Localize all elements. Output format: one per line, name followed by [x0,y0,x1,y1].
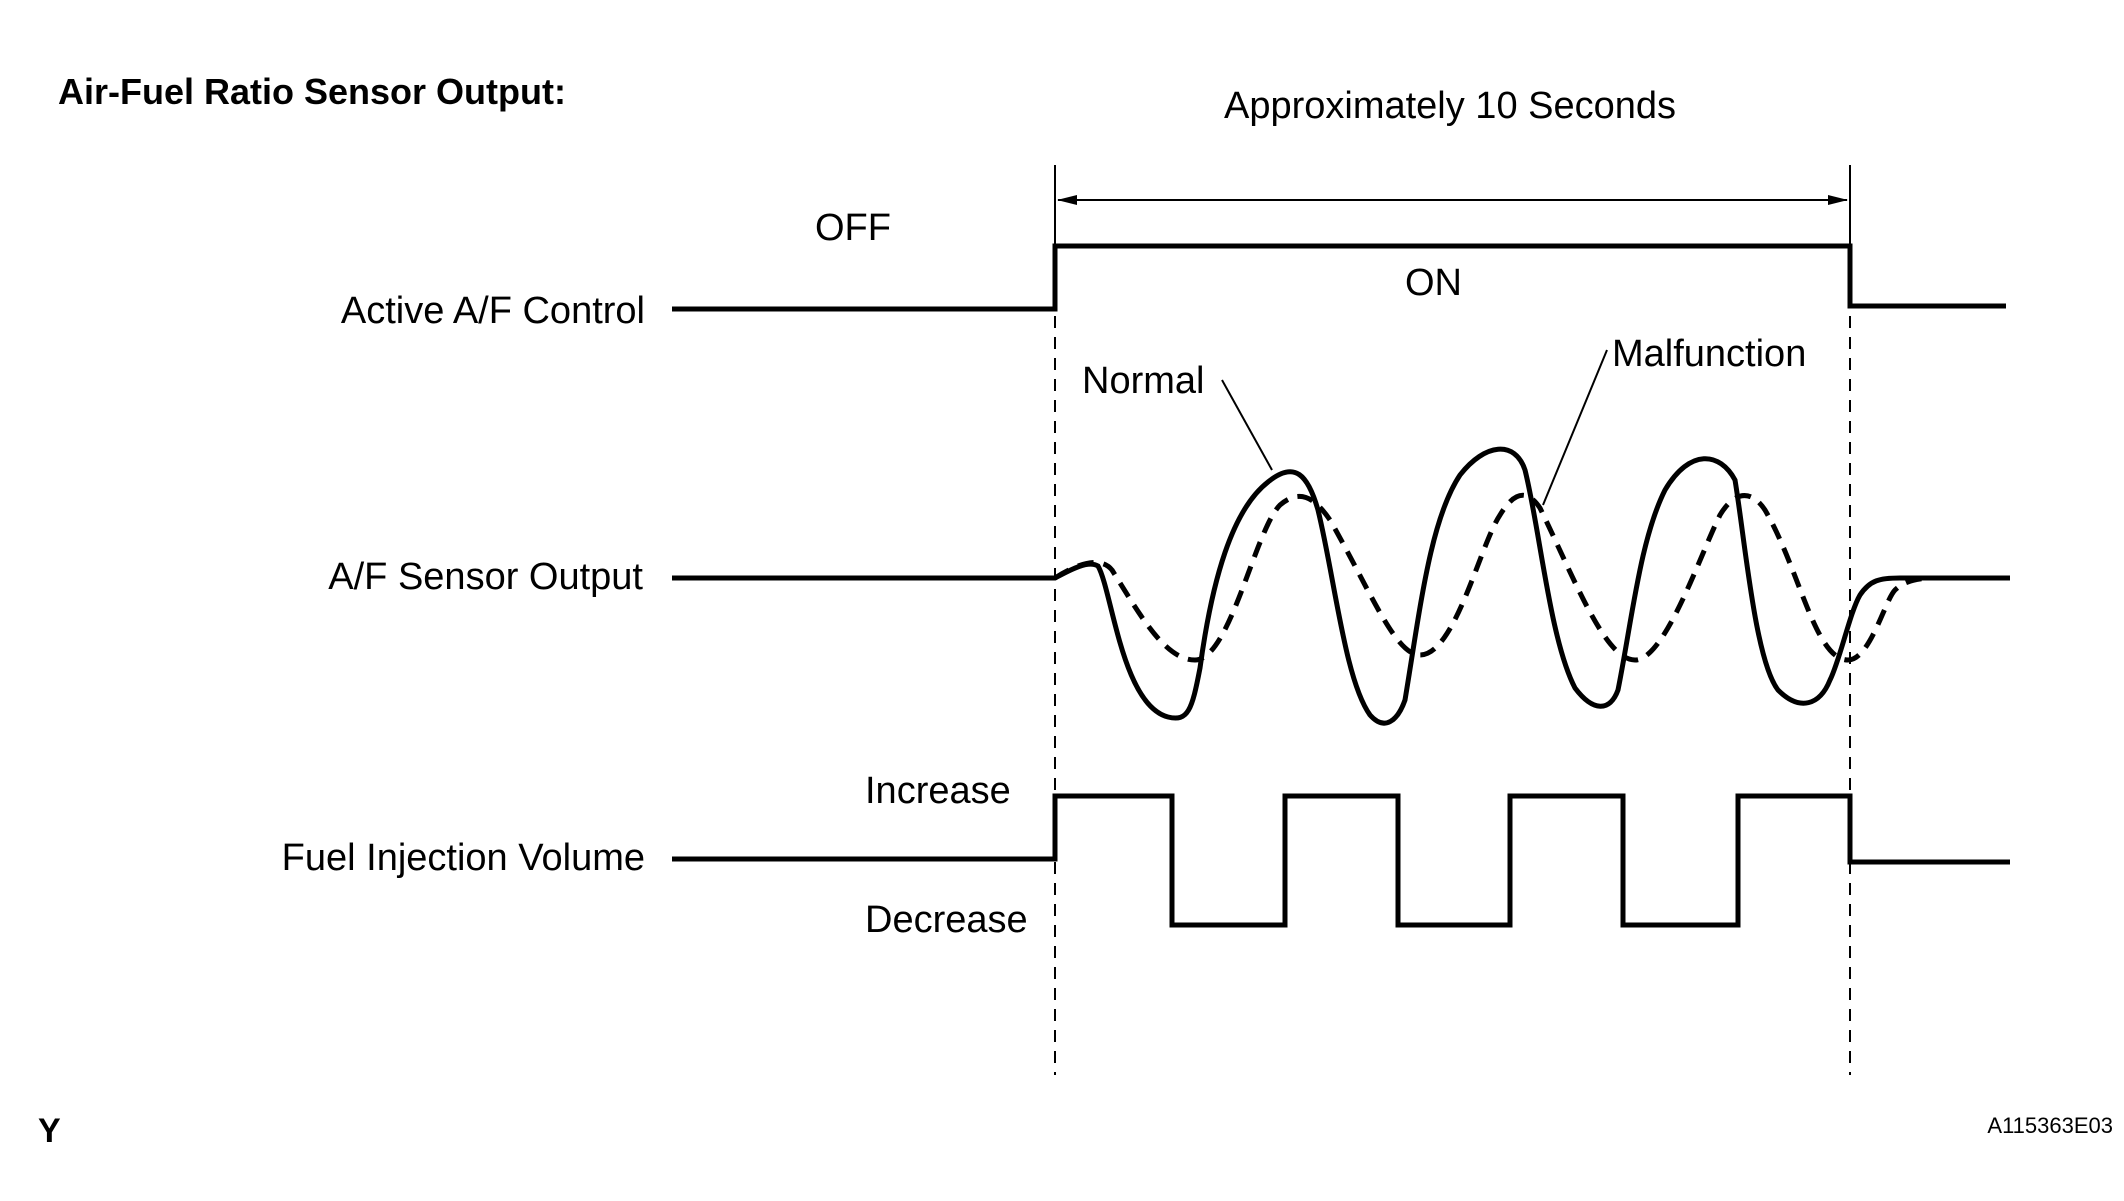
malfunction-wave [1053,492,1936,663]
malfunction-label: Malfunction [1612,333,1806,375]
corner-mark: Y [38,1112,61,1150]
on-label: ON [1405,262,1462,304]
normal-wave [672,446,2010,726]
normal-leader-line [1221,379,1273,471]
malfunction-leader-line [1542,349,1608,506]
increase-label: Increase [865,770,1011,812]
decrease-label: Decrease [865,899,1028,941]
active-af-control-signal [672,243,2006,312]
af-sensor-output-label: A/F Sensor Output [328,556,643,598]
fuel-injection-volume-signal [672,793,2010,928]
figure-code: A115363E03 [1987,1113,2113,1138]
duration-label: Approximately 10 Seconds [1224,85,1676,127]
off-label: OFF [815,207,891,249]
normal-label: Normal [1082,360,1204,402]
active-af-control-label: Active A/F Control [341,290,645,332]
diagram-title: Air-Fuel Ratio Sensor Output: [58,71,566,112]
fuel-injection-volume-label: Fuel Injection Volume [282,837,645,879]
